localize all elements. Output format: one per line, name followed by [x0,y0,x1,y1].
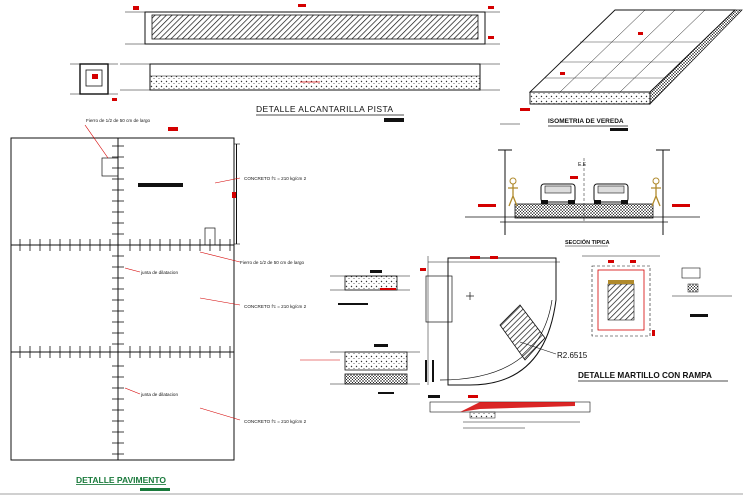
pavimento-title: DETALLE PAVIMENTO [76,475,166,485]
pavimento-detail: Fierro de 1/2 de 50 cm de largo CONCRETO… [0,118,743,495]
dowel-bars-horizontal [19,239,231,358]
junta-section-details [300,270,434,394]
note-concreto-3: CONCRETO f'c = 210 kg/cm 2 [244,419,307,424]
note-concreto-2: CONCRETO f'c = 210 kg/cm 2 [244,304,307,309]
pavimento-slab-grid [10,137,235,461]
car-right-icon [593,183,629,204]
note-junta-2: junta de dilatacion [140,392,178,397]
alcantarilla-title: DETALLE ALCANTARILLA PISTA [256,104,393,114]
alcantarilla-grate-hatch [151,14,479,40]
martillo-plan-outline [447,257,557,386]
martillo-title: DETALLE MARTILLO CON RAMPA [578,371,712,380]
alcantarilla-detail: DETALLE ALCANTARILLA PISTA [70,4,500,122]
rampa-hatched [499,304,546,361]
pedestrian-right-icon [651,177,661,207]
pedestrian-left-icon [508,177,518,207]
dowel-bars-vertical [112,145,124,455]
isometria-detail: ISOMETRIA DE VEREDA [500,9,743,131]
note-junta-1: junta de dilatacion [140,270,178,275]
seccion-tipica: E.E SECCIÓN TIPICA [465,149,700,247]
note-fierro-top: Fierro de 1/2 de 50 cm de largo [86,118,151,123]
car-left-icon [540,183,576,204]
road-section-body [514,203,654,219]
note-concreto-1: CONCRETO f'c = 210 kg/cm 2 [244,176,307,181]
martillo-rampa-detail: R2.6515 DETALLE MARTILLO CON RAMPA [420,255,732,429]
isometria-title: ISOMETRIA DE VEREDA [548,118,624,125]
seccion-title: SECCIÓN TIPICA [565,238,610,246]
axis-label: E.E [578,162,587,168]
radius-label: R2.6515 [557,351,588,360]
note-fierro-mid: Fierro de 1/2 de 50 cm de largo [240,260,305,265]
rampa-section-hatch [607,283,635,321]
